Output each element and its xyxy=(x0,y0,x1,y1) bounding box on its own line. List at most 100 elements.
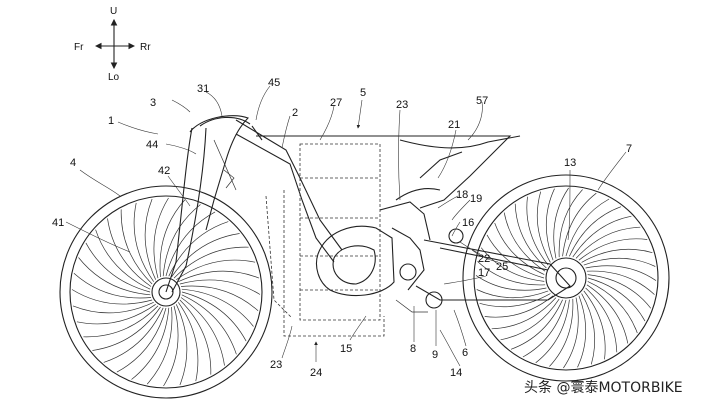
numeral-16: 16 xyxy=(462,217,474,229)
wheel-spoke xyxy=(587,274,652,309)
reference-numerals: 3 31 45 27 5 23 57 1 2 44 21 7 4 42 13 1… xyxy=(52,77,632,379)
main-frame xyxy=(235,119,571,337)
wheel-spoke xyxy=(526,196,549,266)
wheel-spoke xyxy=(585,265,657,281)
wheel-spoke xyxy=(178,302,199,382)
numeral-45: 45 xyxy=(268,77,280,89)
numeral-6: 6 xyxy=(462,347,468,359)
wheel-spoke xyxy=(480,247,545,282)
numeral-2: 2 xyxy=(292,107,298,119)
wheel-spoke xyxy=(103,307,164,363)
numeral-23-bottom: 23 xyxy=(270,359,282,371)
wheel-spoke xyxy=(522,299,567,358)
wheel-spoke xyxy=(146,306,173,385)
wheel-spoke xyxy=(536,191,551,263)
numeral-15: 15 xyxy=(340,343,352,355)
numeral-27: 27 xyxy=(330,97,342,109)
wheel-spoke xyxy=(569,206,622,257)
wheel-spoke xyxy=(71,289,153,305)
wheel-spoke xyxy=(131,307,170,380)
wheel-spoke xyxy=(181,288,254,327)
wheel-spoke xyxy=(475,275,547,291)
wheel-spoke xyxy=(581,248,653,263)
wheel-spoke xyxy=(179,299,212,375)
wheel-spoke xyxy=(162,204,201,277)
wheel-spoke xyxy=(144,198,157,280)
wheel-spoke xyxy=(479,293,551,308)
wheel-spoke xyxy=(577,295,587,368)
numeral-9: 9 xyxy=(432,349,438,361)
numeral-24: 24 xyxy=(310,367,322,379)
numeral-57: 57 xyxy=(476,95,488,107)
wheel-spoke xyxy=(159,199,186,278)
wheel-spoke xyxy=(535,299,570,364)
numeral-19: 19 xyxy=(470,193,482,205)
wheel-spoke xyxy=(116,307,167,373)
wheel-spoke xyxy=(133,202,154,282)
wheel-spoke xyxy=(545,188,555,261)
wheel-spoke xyxy=(575,226,641,259)
wheel-spoke xyxy=(563,297,579,369)
numeral-42: 42 xyxy=(158,165,170,177)
front-wheel xyxy=(59,185,273,399)
numeral-44: 44 xyxy=(146,139,158,151)
wheel-spoke xyxy=(107,218,152,287)
wheel-spoke xyxy=(578,238,648,261)
wheel-spoke xyxy=(491,297,557,330)
wheel-spoke xyxy=(180,297,225,366)
numeral-25: 25 xyxy=(496,261,508,273)
wheel-spoke xyxy=(583,257,656,267)
wheel-spoke xyxy=(565,198,610,257)
numeral-14: 14 xyxy=(450,367,462,379)
numeral-1: 1 xyxy=(108,115,114,127)
up-label: U xyxy=(110,6,117,17)
front-label: Fr xyxy=(74,42,84,53)
numeral-31: 31 xyxy=(197,83,209,95)
wheel-spoke xyxy=(558,189,583,258)
numeral-17: 17 xyxy=(478,267,490,279)
wheel-spoke xyxy=(85,242,151,293)
wheel-spoke xyxy=(95,229,151,290)
wheel-spoke xyxy=(581,293,596,365)
numeral-18: 18 xyxy=(456,189,468,201)
wheel-spoke xyxy=(178,270,260,283)
wheel-spoke xyxy=(73,272,152,299)
numeral-13: 13 xyxy=(564,157,576,169)
wheel-spoke xyxy=(176,259,256,280)
wheel-spoke xyxy=(181,294,237,355)
orientation-compass: U Lo Fr Rr xyxy=(74,6,151,83)
wheel-spoke xyxy=(92,306,161,351)
watermark-text: 头条 @寰泰MOTORBIKE xyxy=(524,379,683,396)
numeral-21: 21 xyxy=(448,119,460,131)
wheel-spoke xyxy=(549,298,574,367)
numeral-41: 41 xyxy=(52,217,64,229)
wheel-spoke xyxy=(120,209,153,285)
wheel-spoke xyxy=(586,270,655,295)
wheel-spoke xyxy=(587,281,638,334)
rear-label: Rr xyxy=(140,42,151,53)
down-label: Lo xyxy=(108,72,120,83)
wheel-spoke xyxy=(494,222,545,275)
numeral-7: 7 xyxy=(626,143,632,155)
numeral-22: 22 xyxy=(478,253,490,265)
wheel-spoke xyxy=(173,246,249,279)
wheel-spoke xyxy=(179,279,261,295)
wheel-spoke xyxy=(83,305,159,338)
wheel-spoke xyxy=(476,289,549,299)
wheel-spoke xyxy=(165,211,216,277)
wheel-spoke xyxy=(72,301,154,314)
numeral-3: 3 xyxy=(150,97,156,109)
wheel-spoke xyxy=(153,197,169,279)
wheel-spoke xyxy=(510,299,563,350)
wheel-spoke xyxy=(175,304,188,386)
wheel-spoke xyxy=(477,261,546,286)
wheel-spoke xyxy=(180,285,259,312)
wheel-spoke xyxy=(585,287,618,353)
numeral-4: 4 xyxy=(70,157,76,169)
wheel-spoke xyxy=(78,257,151,296)
wheel-spoke xyxy=(503,212,546,272)
wheel-spoke xyxy=(76,304,156,325)
wheel-spoke xyxy=(586,284,629,344)
